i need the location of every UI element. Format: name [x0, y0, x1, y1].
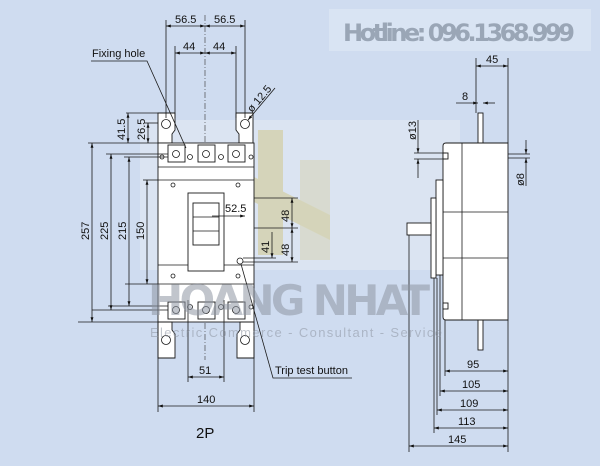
pole-caption: 2P [196, 425, 214, 442]
trip-test-button-label: Trip test button [275, 365, 348, 377]
dim-44-left: 44 [183, 41, 195, 53]
dim-150: 150 [135, 222, 147, 240]
dim-48-lower: 48 [280, 244, 292, 256]
dim-105: 105 [462, 379, 480, 391]
dim-45: 45 [486, 54, 498, 66]
dim-48-upper: 48 [280, 210, 292, 222]
fixing-hole-label: Fixing hole [92, 48, 145, 60]
dim-109: 109 [460, 398, 478, 410]
hotline-text: Hotline: 096.1368.999 [343, 19, 575, 47]
dim-8: 8 [462, 91, 468, 103]
dim-257: 257 [80, 222, 92, 240]
dim-44-right: 44 [213, 41, 225, 53]
dim-dia-13: ø13 [407, 121, 419, 140]
dim-56-5-left: 56.5 [175, 14, 196, 26]
dim-215: 215 [117, 222, 129, 240]
trip-test-button [236, 257, 244, 265]
dim-145: 145 [448, 434, 466, 446]
dim-51: 51 [199, 365, 211, 377]
hotline-watermark: Hotline: 096.1368.999 [329, 9, 591, 51]
dim-41-5: 41.5 [116, 119, 128, 140]
dim-140: 140 [197, 394, 215, 406]
front-view: 56.5 56.5 44 44 Fixing hole ø 12.5 41.5 … [78, 14, 352, 442]
dim-41: 41 [260, 241, 272, 253]
dim-52-5: 52.5 [225, 203, 246, 215]
brand-watermark: HOANG NHAT Electric Commerce - Consultan… [148, 276, 442, 340]
brand-tagline: Electric Commerce - Consultant - Service [150, 325, 442, 340]
dim-95: 95 [467, 359, 479, 371]
dim-225: 225 [99, 222, 111, 240]
dim-dia-8: ø8 [515, 173, 527, 186]
side-view: 45 8 ø13 ø8 95 105 109 113 145 [406, 54, 530, 452]
dim-56-5-right: 56.5 [214, 14, 235, 26]
brand-text: HOANG NHAT [148, 276, 430, 325]
dim-hole-diameter: ø 12.5 [245, 83, 274, 115]
dim-26-5: 26.5 [136, 119, 148, 140]
dim-113: 113 [458, 416, 476, 428]
